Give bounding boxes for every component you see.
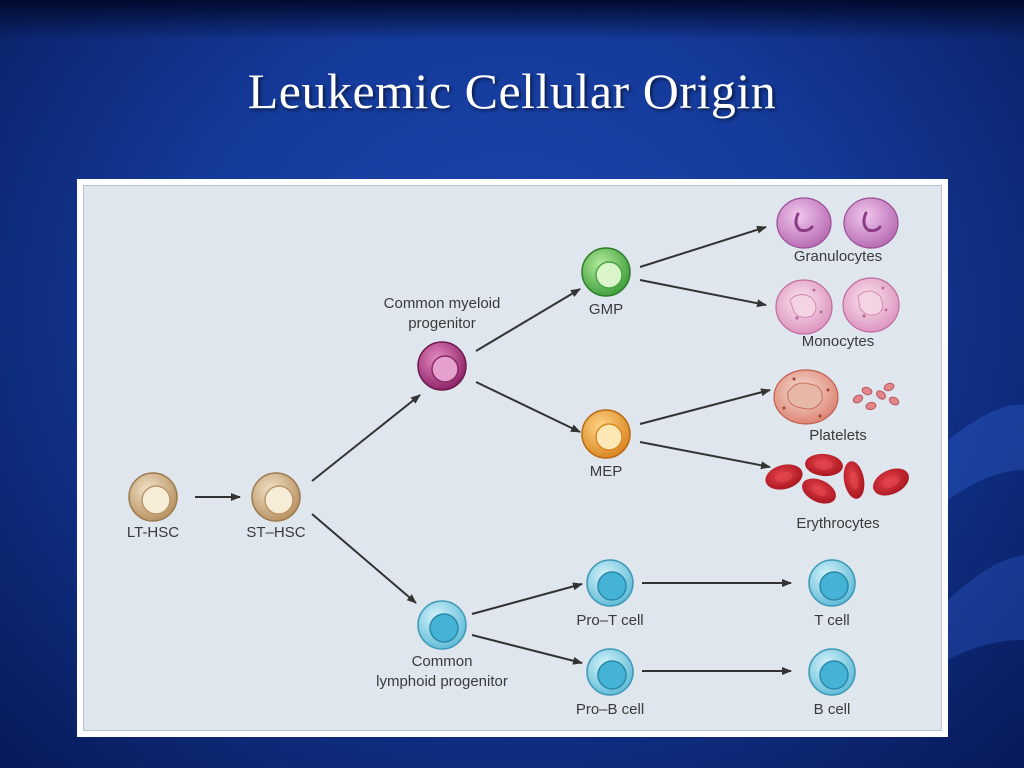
clp-label-line2: lymphoid progenitor	[376, 673, 508, 690]
b-cell-label: B cell	[813, 701, 851, 718]
diagram-graphics	[128, 197, 909, 696]
t-cell-label: T cell	[814, 612, 850, 629]
granulocyte-cells	[776, 197, 899, 249]
lt-hsc-cell	[128, 472, 178, 522]
cmp-label-line2: progenitor	[408, 315, 476, 332]
clp-label-line1: Common	[411, 653, 473, 670]
top-band	[0, 0, 1024, 40]
platelets-label: Platelets	[809, 427, 867, 444]
pro-b-label: Pro–B cell	[575, 701, 645, 718]
pro-b-cell	[586, 648, 634, 696]
t-cell	[808, 559, 856, 607]
pro-t-label: Pro–T cell	[576, 612, 644, 629]
gmp-label: GMP	[588, 301, 624, 318]
gmp-cell	[581, 247, 631, 297]
st-hsc-label: ST–HSC	[246, 524, 306, 541]
cmp-cell	[417, 341, 467, 391]
granulocytes-label: Granulocytes	[793, 248, 883, 265]
platelet-cells	[773, 369, 900, 425]
erythrocytes-label: Erythrocytes	[796, 515, 880, 532]
lt-hsc-label: LT-HSC	[126, 524, 180, 541]
mep-cell	[581, 409, 631, 459]
mep-label: MEP	[589, 463, 623, 480]
arrows	[195, 225, 792, 675]
cmp-label-line1: Common myeloid	[383, 295, 501, 312]
pro-t-cell	[586, 559, 634, 607]
slide-title: Leukemic Cellular Origin	[247, 63, 777, 119]
b-cell	[808, 648, 856, 696]
st-hsc-cell	[251, 472, 301, 522]
hematopoiesis-diagram: LT-HSC ST–HSC Common myeloid progenitor …	[83, 185, 942, 731]
figure-frame: LT-HSC ST–HSC Common myeloid progenitor …	[77, 179, 948, 737]
erythrocyte-cells	[765, 453, 909, 504]
clp-cell	[417, 600, 467, 650]
monocyte-cells	[775, 277, 900, 335]
monocytes-label: Monocytes	[801, 333, 875, 350]
